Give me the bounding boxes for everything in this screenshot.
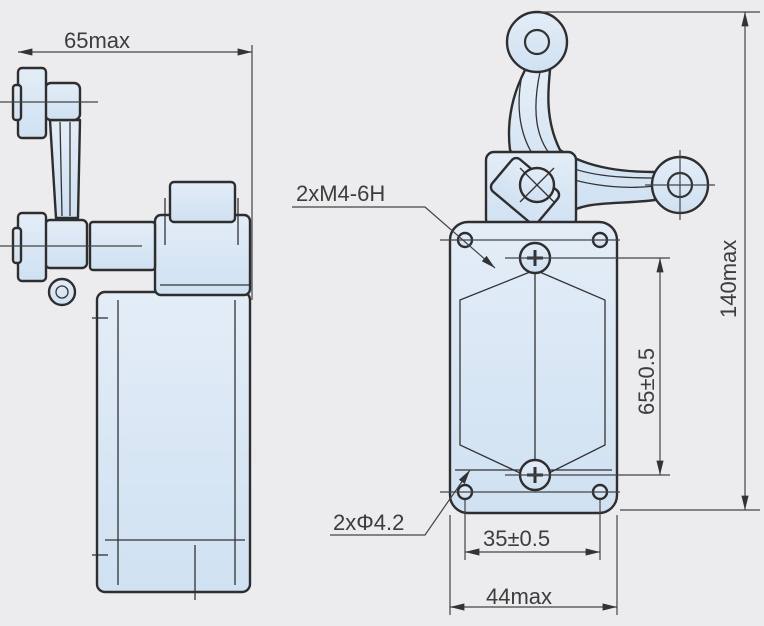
- front-view: [292, 10, 760, 615]
- dim-65max-label: 65max: [64, 28, 131, 53]
- thread-label: 2xM4-6H: [296, 181, 386, 206]
- dim-140max-label: 140max: [716, 239, 741, 318]
- dim-44max-label: 44max: [486, 584, 553, 609]
- side-view: [0, 45, 253, 600]
- switch-body-front: [448, 220, 619, 515]
- switch-body-side: [95, 290, 252, 594]
- leader-hole: [330, 469, 471, 536]
- leader-thread: [292, 206, 496, 269]
- nut: [47, 277, 77, 307]
- head-cap: [168, 180, 237, 224]
- hole-diameter-label: 2xΦ4.2: [333, 510, 405, 535]
- lever-arm-side: [48, 118, 82, 220]
- dim-65-label: 65±0.5: [634, 347, 659, 415]
- roller-top: [505, 10, 569, 74]
- head-side: [153, 213, 252, 297]
- dim-35-label: 35±0.5: [483, 526, 551, 551]
